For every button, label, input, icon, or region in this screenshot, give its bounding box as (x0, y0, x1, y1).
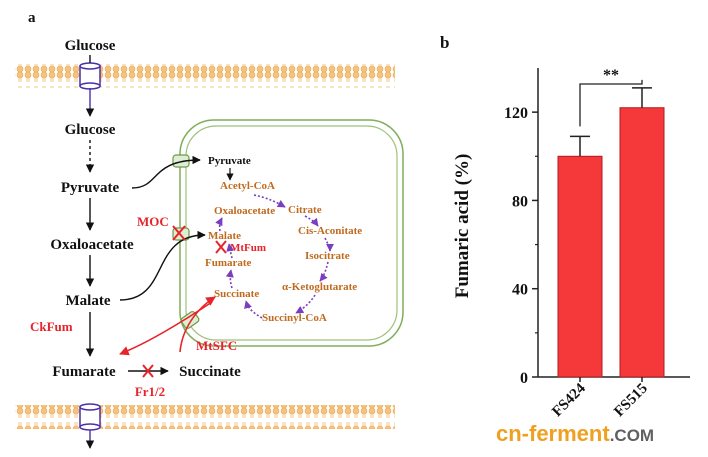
mtfum-label: MtFum (230, 242, 266, 254)
malate-mito-label: Malate (208, 230, 241, 242)
fumaric-acid-chart: Fumaric acid (%) 0 40 80 120 FS424 FS515 ** (452, 67, 690, 420)
bottom-membrane (15, 405, 395, 429)
acetyl-coa-label: Acetyl-CoA (220, 180, 275, 192)
export-transporter (79, 403, 101, 431)
moc-label: MOC (137, 214, 169, 229)
oxaloacetate-label: Oxaloacetate (50, 237, 134, 253)
significance-label: ** (603, 67, 619, 84)
panel-a-label: a (28, 10, 36, 26)
x-tick-label-FS515: FS515 (611, 381, 651, 421)
fumarate-mito-label: Fumarate (205, 257, 252, 269)
succinate-label: Succinate (179, 364, 241, 380)
fr12-block-mark (142, 364, 154, 378)
moc-block-mark (172, 225, 186, 241)
isocitrate-label: Isocitrate (305, 250, 350, 262)
succinyl-coa-label: Succinyl-CoA (262, 312, 327, 324)
tca-cycle-arrows (215, 194, 334, 319)
ketoglutarate-label: α-Ketoglutarate (282, 281, 357, 293)
arrow-pyruvate-import (131, 155, 201, 189)
ckfum-label: CkFum (30, 319, 73, 334)
arrow-fumarate-export (119, 301, 213, 356)
mito-pyruvate-label: Pyruvate (208, 155, 251, 167)
malate-label: Malate (66, 293, 111, 309)
glucose-inside-label: Glucose (65, 122, 116, 138)
y-axis-label: Fumaric acid (%) (452, 154, 473, 299)
y-tick-label-120: 120 (504, 105, 528, 122)
arrow-malate-import (119, 230, 206, 301)
y-tick-label-0: 0 (520, 370, 528, 387)
x-tick-label-FS424: FS424 (549, 380, 589, 420)
bar-FS515 (619, 107, 665, 378)
fr12-label: Fr1/2 (135, 384, 165, 399)
bar-FS424 (557, 155, 603, 378)
mtsfc-label: MtSFC (196, 338, 237, 353)
pyruvate-label: Pyruvate (61, 180, 120, 196)
citrate-label: Citrate (288, 204, 322, 216)
oxaloacetate-mito-label: Oxaloacetate (214, 205, 275, 217)
error-bar-FS515 (632, 87, 652, 108)
panel-b-label: b (440, 33, 449, 52)
y-tick-label-80: 80 (512, 193, 528, 210)
error-bar-FS424 (570, 135, 590, 157)
glucose-transporter (79, 62, 101, 90)
y-tick-label-40: 40 (512, 282, 528, 299)
mtfum-block-mark (215, 240, 227, 254)
glucose-outside-label: Glucose (65, 38, 116, 54)
watermark: cn-ferment.COM (496, 421, 654, 446)
arrow-succinate-import (179, 296, 216, 353)
significance-bracket (579, 79, 643, 127)
succinate-mito-label: Succinate (214, 288, 259, 300)
watermark-text: cn-ferment.COM (496, 421, 654, 446)
top-membrane (15, 64, 395, 88)
fumarate-label: Fumarate (52, 364, 116, 380)
cis-aconitate-label: Cis-Aconitate (298, 225, 362, 237)
